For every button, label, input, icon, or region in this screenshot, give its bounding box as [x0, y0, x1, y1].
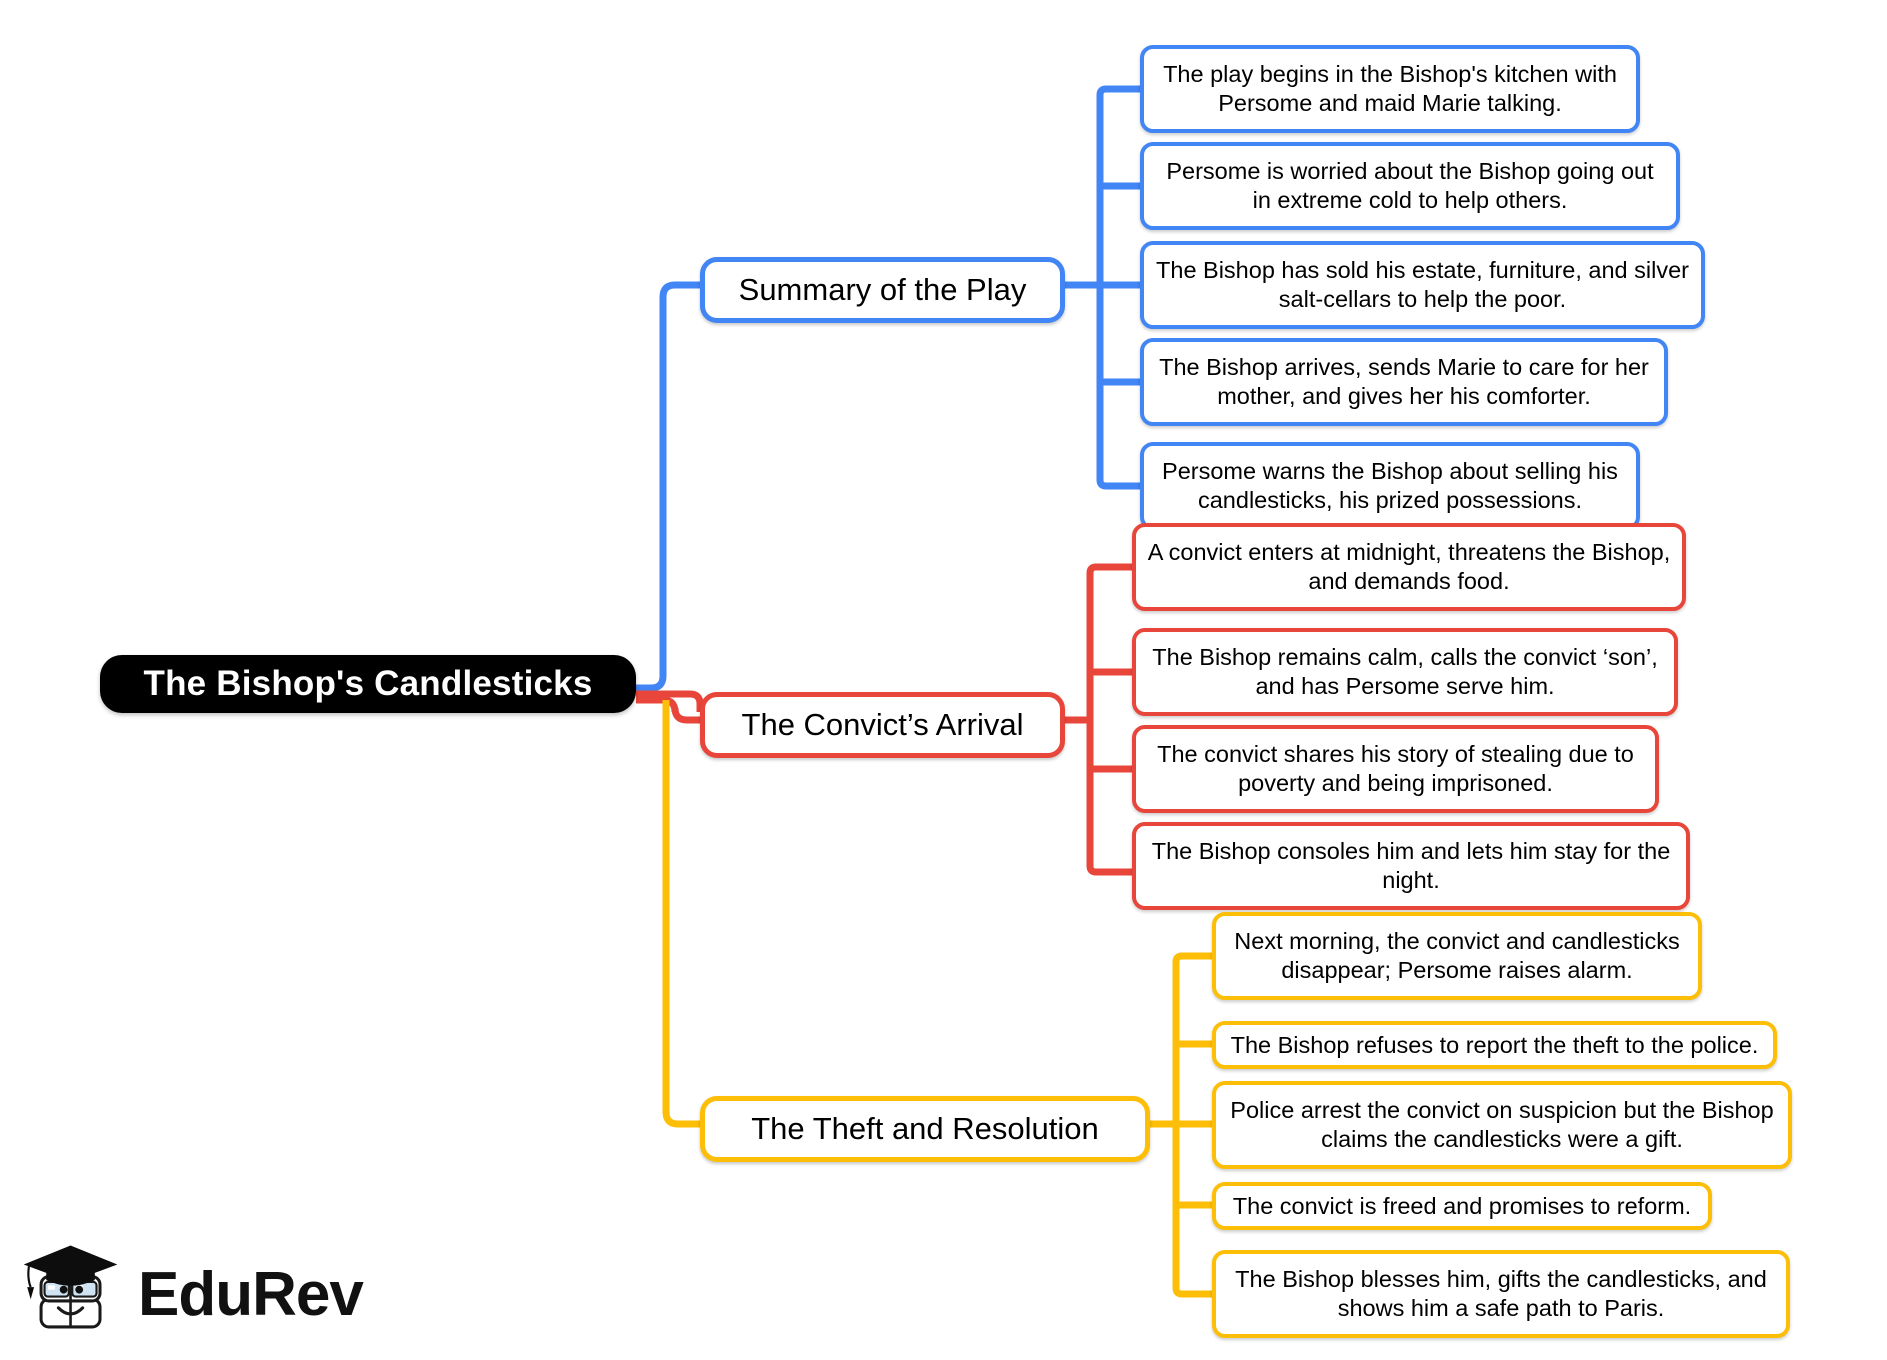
branch-node-label: The Theft and Resolution — [751, 1111, 1099, 1146]
branch-node-summary[interactable]: Summary of the Play — [700, 257, 1065, 323]
leaf-node[interactable]: Persome warns the Bishop about selling h… — [1140, 442, 1640, 530]
branch-node-label: Summary of the Play — [738, 272, 1027, 307]
leaf-node-text: The Bishop blesses him, gifts the candle… — [1235, 1266, 1767, 1321]
leaf-node[interactable]: Police arrest the convict on suspicion b… — [1212, 1081, 1792, 1169]
edurev-logo: EduRev — [22, 1238, 380, 1350]
leaf-node[interactable]: The Bishop remains calm, calls the convi… — [1132, 628, 1678, 716]
root-node-label: The Bishop's Candlesticks — [143, 664, 593, 703]
leaf-node-text: The play begins in the Bishop's kitchen … — [1163, 61, 1617, 116]
leaf-node[interactable]: The play begins in the Bishop's kitchen … — [1140, 45, 1640, 133]
leaf-node-text: The convict is freed and promises to ref… — [1232, 1192, 1692, 1219]
leaf-node-text: The Bishop consoles him and lets him sta… — [1151, 838, 1671, 893]
leaf-node-text: The Bishop arrives, sends Marie to care … — [1159, 354, 1649, 409]
leaf-node[interactable]: Next morning, the convict and candlestic… — [1212, 912, 1702, 1000]
leaf-node[interactable]: The convict is freed and promises to ref… — [1212, 1182, 1712, 1230]
branch-node-theft-resolution[interactable]: The Theft and Resolution — [700, 1096, 1150, 1162]
leaf-node[interactable]: The Bishop refuses to report the theft t… — [1212, 1021, 1777, 1069]
leaf-node-text: The Bishop refuses to report the theft t… — [1230, 1031, 1759, 1058]
branch-node-convict-arrival[interactable]: The Convict’s Arrival — [700, 692, 1065, 758]
leaf-node-text: Persome is worried about the Bishop goin… — [1166, 158, 1654, 213]
branch-node-label: The Convict’s Arrival — [741, 707, 1024, 742]
leaf-node[interactable]: The Bishop has sold his estate, furnitur… — [1140, 241, 1705, 329]
root-node[interactable]: The Bishop's Candlesticks — [100, 655, 636, 713]
leaf-node-text: Next morning, the convict and candlestic… — [1234, 928, 1680, 983]
leaf-node[interactable]: Persome is worried about the Bishop goin… — [1140, 142, 1680, 230]
leaf-node-text: The Bishop remains calm, calls the convi… — [1152, 644, 1658, 699]
leaf-node[interactable]: The Bishop consoles him and lets him sta… — [1132, 822, 1690, 910]
leaf-node-text: Persome warns the Bishop about selling h… — [1162, 458, 1618, 513]
leaf-node-text: Police arrest the convict on suspicion b… — [1230, 1097, 1774, 1152]
leaf-node[interactable]: The Bishop blesses him, gifts the candle… — [1212, 1250, 1790, 1338]
leaf-node-text: The convict shares his story of stealing… — [1157, 741, 1634, 796]
graduation-cap-book-icon — [23, 1245, 118, 1329]
leaf-node-text: A convict enters at midnight, threatens … — [1147, 539, 1671, 594]
leaf-node[interactable]: The Bishop arrives, sends Marie to care … — [1140, 338, 1668, 426]
leaf-node[interactable]: A convict enters at midnight, threatens … — [1132, 523, 1686, 611]
leaf-node-text: The Bishop has sold his estate, furnitur… — [1156, 257, 1689, 312]
leaf-node[interactable]: The convict shares his story of stealing… — [1132, 725, 1659, 813]
edurev-logo-text: EduRev — [138, 1259, 364, 1329]
